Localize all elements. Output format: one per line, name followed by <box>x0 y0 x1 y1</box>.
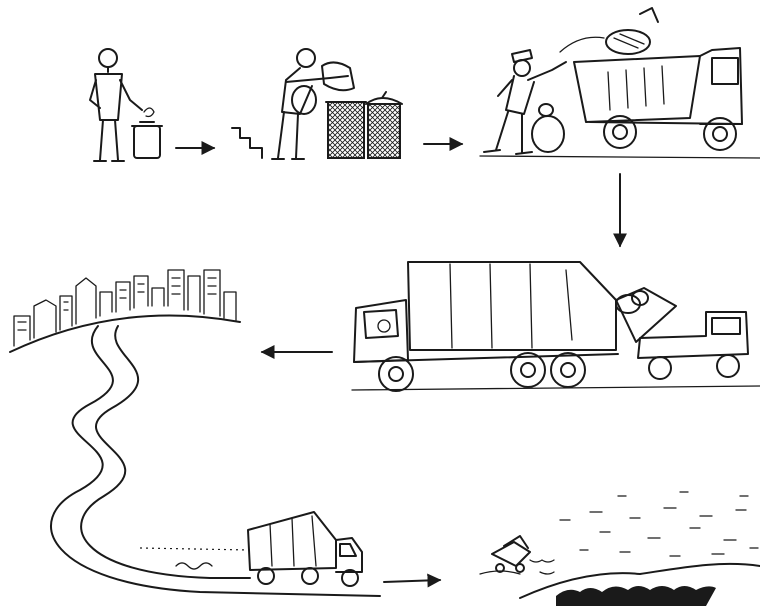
person-disposing-trash-icon <box>90 49 162 161</box>
person-emptying-bin-into-dumpster-icon <box>232 49 402 159</box>
arrow-right-icon <box>384 580 440 582</box>
dump-truck-unloading-into-compactor-truck-icon <box>352 262 760 391</box>
landfill-dumping-icon <box>480 492 760 606</box>
city-skyline-icon <box>10 270 240 352</box>
collector-tossing-bag-into-truck-icon <box>480 8 760 158</box>
garbage-truck-on-road-icon <box>51 326 380 596</box>
